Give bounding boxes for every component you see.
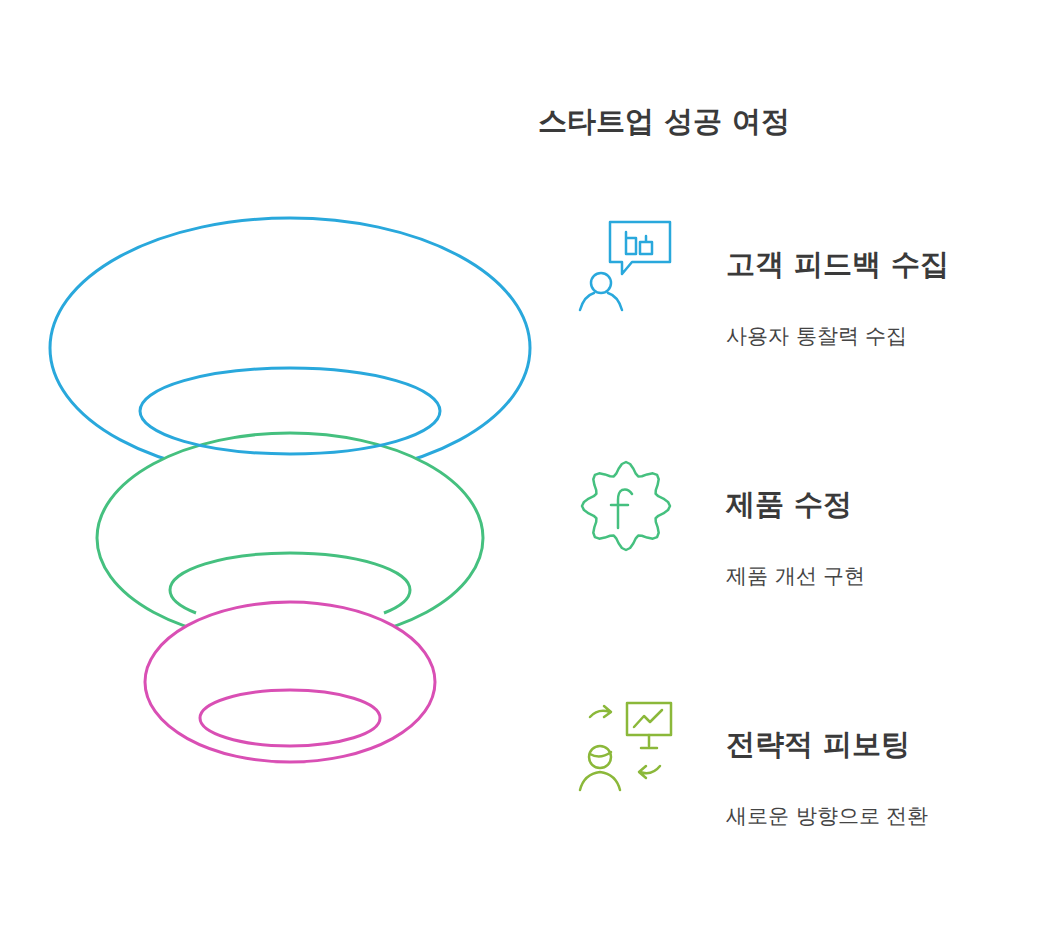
step-heading: 제품 수정	[726, 485, 852, 525]
feedback-icon	[580, 222, 670, 310]
step-heading: 전략적 피보팅	[726, 725, 910, 765]
pivot-icon	[580, 703, 671, 790]
pink-ring-inner	[200, 690, 380, 746]
diagram-title: 스타트업 성공 여정	[538, 102, 790, 142]
step-description: 사용자 통찰력 수집	[726, 322, 907, 350]
blue-ring-inner	[140, 368, 440, 454]
green-ring-inner-right	[384, 590, 410, 613]
pink-ring-outer	[145, 602, 435, 762]
green-ring-inner	[170, 553, 410, 590]
step-heading: 고객 피드백 수집	[726, 245, 949, 285]
step-description: 새로운 방향으로 전환	[726, 802, 928, 830]
green-ring-inner-left	[170, 590, 196, 613]
gear-icon	[582, 462, 670, 550]
step-description: 제품 개선 구현	[726, 562, 865, 590]
